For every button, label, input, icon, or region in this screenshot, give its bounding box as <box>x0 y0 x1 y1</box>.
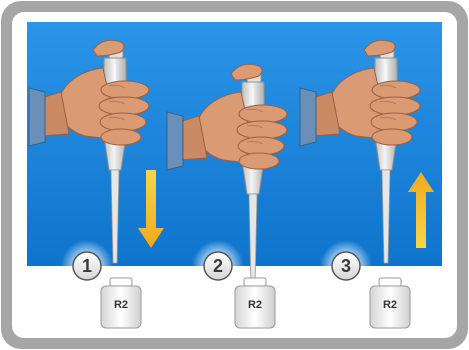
vial-label-2: R2 <box>248 299 262 311</box>
step-number-2: 2 <box>213 256 223 276</box>
step-number-3: 3 <box>341 256 351 276</box>
vial-label-1: R2 <box>114 299 128 311</box>
step-number-1: 1 <box>82 256 92 276</box>
vial-label-3: R2 <box>383 299 397 311</box>
